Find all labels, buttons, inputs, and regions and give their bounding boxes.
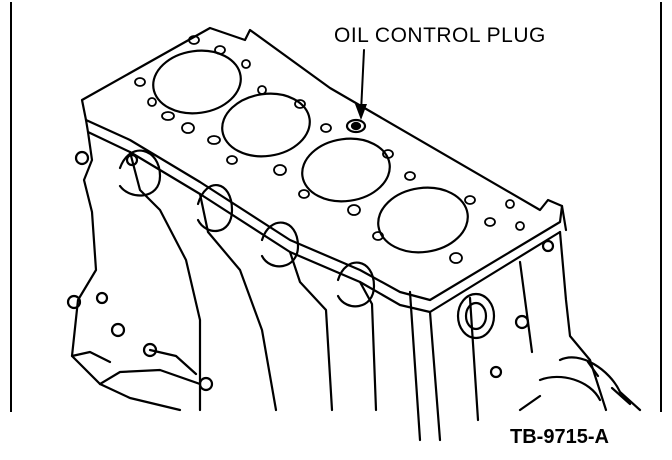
figure-id-label: TB-9715-A — [510, 426, 609, 448]
cylinder-head-deck — [80, 26, 564, 302]
deck-passages — [134, 35, 525, 264]
crankcase-lower — [70, 348, 202, 386]
front-bolt-hole — [514, 314, 530, 330]
callout-arrowhead — [355, 104, 367, 120]
cylinder-bore-1 — [152, 49, 242, 115]
block-side-skirt — [70, 130, 378, 412]
bulkhead-arc-2 — [196, 184, 234, 233]
callout-leader — [360, 49, 365, 113]
bulkhead-arc-1 — [118, 149, 162, 197]
front-seal-boss — [456, 292, 496, 340]
side-bolt-bosses — [66, 150, 214, 392]
front-face-inner — [408, 260, 534, 442]
bulkhead-arc-4 — [336, 261, 376, 308]
cylinder-bore-3 — [301, 137, 391, 203]
figure-frame — [10, 2, 662, 412]
deck-edge — [84, 118, 562, 314]
bulkhead-arc-3 — [260, 221, 300, 268]
oil-pump-housing — [518, 356, 642, 412]
front-face — [428, 204, 608, 442]
cylinder-bore-4 — [377, 186, 469, 254]
oil-control-plug — [345, 118, 367, 134]
oil-control-plug-label: OIL CONTROL PLUG — [334, 24, 546, 47]
